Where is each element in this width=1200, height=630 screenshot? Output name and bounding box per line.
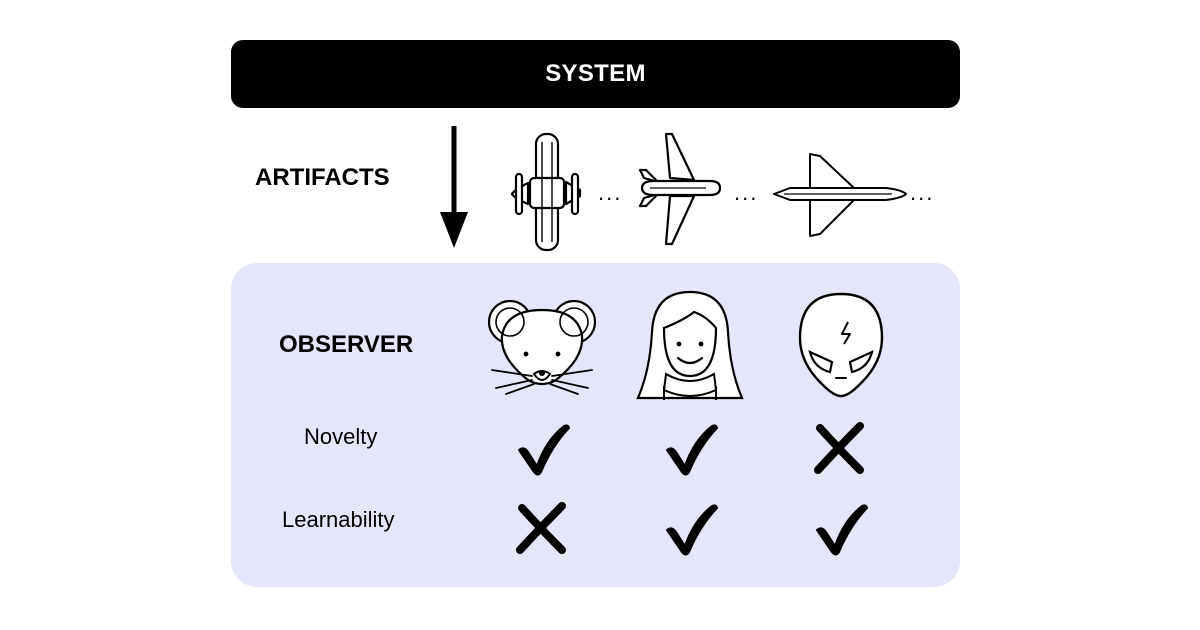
criterion-label-learnability: Learnability	[282, 507, 395, 532]
criterion-label-novelty: Novelty	[304, 424, 378, 449]
check-mark-icon	[816, 504, 868, 556]
cross-mark-icon	[516, 502, 566, 554]
woman-icon	[636, 290, 744, 400]
system-bar: SYSTEM	[231, 40, 960, 108]
check-mark-icon	[666, 424, 718, 476]
jet-airliner-icon	[638, 132, 722, 246]
artifact-separator: ...	[910, 180, 935, 205]
down-arrow-icon	[440, 126, 468, 248]
check-mark-icon	[518, 424, 570, 476]
observer-label: OBSERVER	[279, 331, 414, 358]
biplane-icon	[510, 132, 582, 252]
artifact-separator: ...	[734, 180, 759, 205]
delta-wing-spaceplane-icon	[773, 153, 907, 237]
alien-icon	[798, 292, 884, 398]
system-label: SYSTEM	[545, 60, 646, 87]
artifact-separator: ...	[598, 180, 623, 205]
check-mark-icon	[666, 504, 718, 556]
artifacts-label: ARTIFACTS	[255, 164, 390, 191]
mouse-icon	[487, 299, 597, 395]
cross-mark-icon	[814, 422, 864, 474]
